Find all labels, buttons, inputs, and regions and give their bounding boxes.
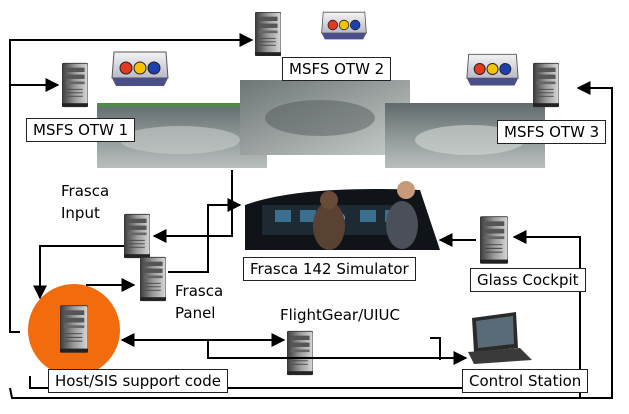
edge-simulator-to-frasca-input (152, 170, 233, 243)
flightgear-computer-icon (287, 330, 313, 376)
msfs-otw-1-computer-icon (62, 62, 88, 108)
host-label: Host/SIS support code (48, 369, 228, 393)
frasca-input-label-line1: Frasca (58, 182, 113, 200)
frasca-panel-label-line2: Panel (172, 304, 219, 322)
control-station-label: Control Station (462, 369, 589, 393)
edge-host-to-msfs-otw-3 (9, 81, 613, 399)
msfs-otw-1-label: MSFS OTW 1 (26, 118, 136, 142)
msfs-otw-2-label: MSFS OTW 2 (282, 57, 392, 81)
cockpit-photo (245, 181, 440, 250)
edge-host-to-glass-cockpit (512, 230, 581, 398)
msfs-otw-2-projector-icon (321, 11, 367, 40)
msfs-otw-3-computer-icon (533, 62, 559, 108)
frasca-input-computer-icon (124, 213, 150, 259)
cloud-view-image-2 (240, 80, 410, 155)
frasca-panel-label-line1: Frasca (172, 282, 227, 300)
edge-frasca-panel-to-simulator (168, 198, 242, 273)
glass-cockpit-label: Glass Cockpit (470, 268, 586, 292)
msfs-otw-1-projector-icon (111, 51, 169, 87)
flightgear-label: FlightGear/UIUC (278, 306, 402, 324)
edge-host-bus-bottom (29, 376, 466, 389)
msfs-otw-3-projector-icon (466, 53, 519, 86)
laptop-icon (468, 312, 532, 364)
edge-flightgear-to-control-station (207, 340, 468, 365)
edge-control-station-to-host (430, 337, 441, 360)
msfs-otw-3-label: MSFS OTW 3 (497, 120, 607, 144)
glass-cockpit-computer-icon (480, 216, 508, 264)
edge-frasca-input-to-host (33, 245, 124, 300)
edge-host-to-msfs-otw-2 (9, 33, 254, 333)
frasca-input-label-line2: Input (58, 204, 103, 222)
host-computer-icon (60, 305, 88, 353)
frasca-panel-computer-icon (140, 256, 166, 302)
simulator-label: Frasca 142 Simulator (243, 257, 416, 281)
msfs-otw-2-computer-icon (255, 12, 281, 56)
